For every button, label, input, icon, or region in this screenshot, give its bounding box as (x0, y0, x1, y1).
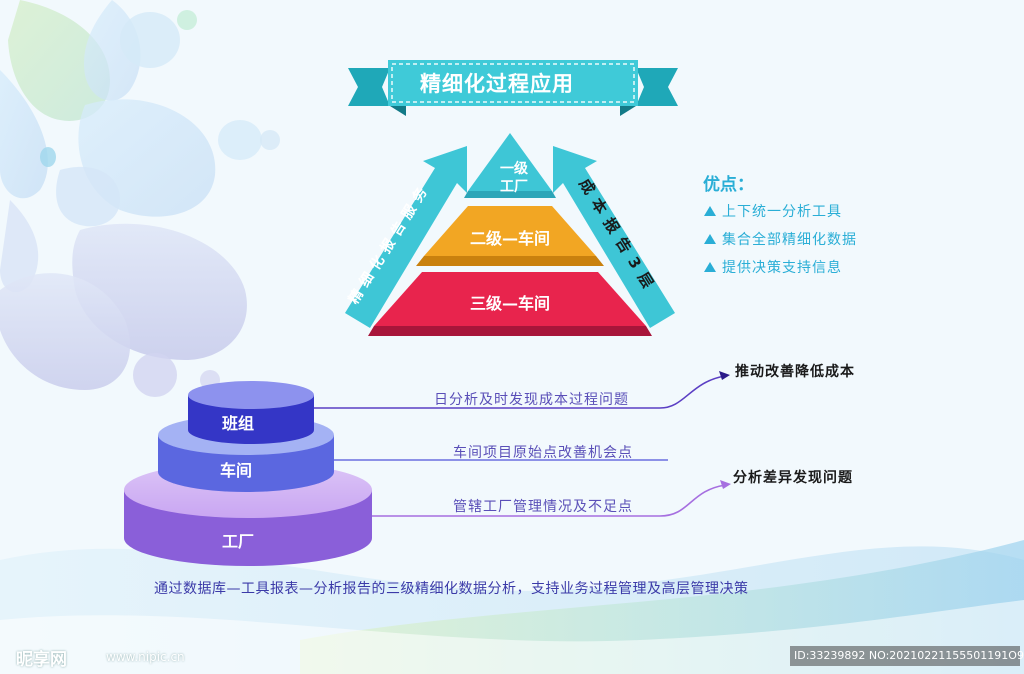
result-reduce-cost: 推动改善降低成本 (735, 364, 855, 380)
connector-line-team (314, 375, 726, 409)
pyramid-level-1 (468, 133, 552, 191)
pyramid-level-1-label-top: 一级 (500, 161, 528, 177)
result-analyze-diff: 分析差异发现问题 (733, 470, 853, 486)
pyramid-level-1-label-bottom: 工厂 (500, 179, 528, 195)
advantage-item: 上下统一分析工具 (704, 201, 842, 221)
layer-cylinders (124, 371, 731, 566)
triangle-icon (704, 262, 716, 272)
connector-line-factory (372, 484, 727, 517)
layer-desc-workshop: 车间项目原始点改善机会点 (453, 445, 633, 461)
triangle-icon (704, 234, 716, 244)
watermark-id: ID:33239892 NO:20210221155501191O9 (790, 646, 1024, 666)
right-arrow (553, 146, 675, 328)
cylinder-label-factory: 工厂 (222, 532, 255, 551)
layer-desc-team: 日分析及时发现成本过程问题 (434, 392, 629, 408)
cylinder-label-workshop: 车间 (220, 461, 253, 480)
pyramid-level-2 (424, 206, 596, 256)
advantage-item: 集合全部精细化数据 (704, 229, 857, 249)
pyramid-level-2-label: 二级—车间 (469, 229, 550, 248)
pyramid-level-3-label: 三级—车间 (469, 294, 550, 313)
layer-desc-factory: 管辖工厂管理情况及不足点 (453, 499, 633, 515)
summary-text: 通过数据库—工具报表—分析报告的三级精细化数据分析，支持业务过程管理及高层管理决… (154, 581, 749, 597)
advantage-item: 提供决策支持信息 (704, 257, 842, 277)
watermark-url: www.nipic.cn (106, 650, 185, 664)
advantages-title: 优点： (703, 175, 754, 195)
pyramid-level-3 (374, 272, 646, 326)
pyramid-diagram (345, 133, 675, 336)
title-banner (348, 60, 678, 116)
triangle-icon (704, 206, 716, 216)
cylinder-label-team: 班组 (222, 414, 255, 433)
cylinder-team (188, 395, 314, 444)
left-arrow (345, 146, 467, 328)
page-title: 精细化过程应用 (420, 72, 574, 96)
watermark-logo: 昵享网 (16, 650, 67, 670)
